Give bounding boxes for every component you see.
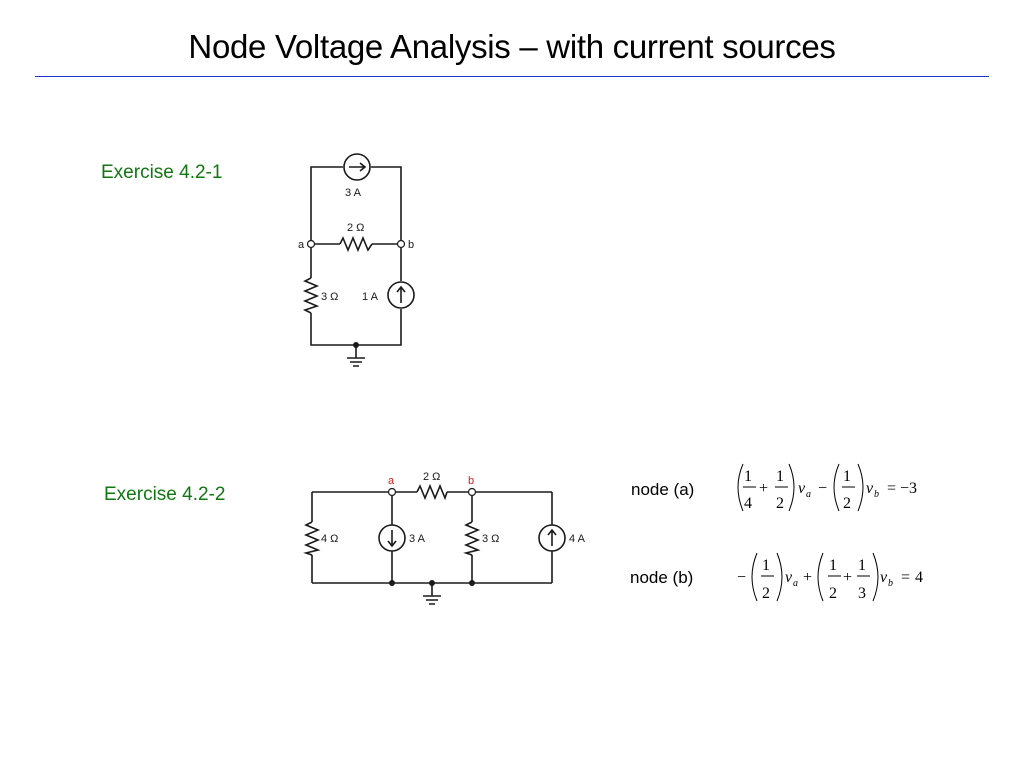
eq-a-right-paren — [788, 463, 795, 512]
circuit-2-mid-resistor-label: 3 Ω — [482, 533, 499, 545]
eq-a-sub-b: b — [874, 489, 879, 500]
circuit-2-node-a — [387, 487, 397, 497]
eq-b-v-b: v — [880, 569, 888, 586]
eq-b-plus: + — [803, 569, 812, 586]
eq-b-right-paren — [776, 552, 783, 602]
circuit-2-mid-resistor — [463, 521, 481, 556]
eq-a-rhs: −3 — [900, 480, 917, 497]
circuit-2-top-resistor — [416, 483, 448, 501]
circuit-1-node-a-label: a — [298, 239, 305, 251]
circuit-2-left-resistor — [303, 521, 321, 556]
circuit-1-left-resistor-label: 3 Ω — [321, 291, 338, 303]
eq-b-right-paren-2 — [872, 552, 879, 602]
eq-a-frac1-den: 4 — [744, 495, 752, 512]
circuit-2-left-resistor-label: 4 Ω — [321, 533, 338, 545]
node-b-equation-label: node (b) — [630, 568, 694, 587]
circuit-2-right-source-arrow-icon — [547, 528, 557, 546]
equation-node-a: 1 4 + 1 2 v a − 1 2 v b = −3 — [737, 463, 917, 512]
circuit-2-mid-source-label: 3 A — [409, 533, 426, 545]
eq-a-v-b: v — [866, 480, 874, 497]
circuit-2-mid-current-source — [378, 524, 406, 552]
circuit-1-ground-icon — [347, 345, 365, 367]
eq-a-frac2-den: 2 — [776, 495, 784, 512]
circuit-2-right-source-label: 4 A — [569, 533, 586, 545]
circuit-2-node-b-label: b — [468, 475, 474, 487]
circuit-1: 3 A 2 Ω a b 3 Ω 1 A — [298, 153, 415, 367]
circuit-1-right-source-arrow-icon — [396, 285, 406, 303]
eq-b-lead-minus: − — [737, 569, 746, 586]
eq-b-sub-b: b — [888, 578, 893, 589]
circuit-1-top-resistor — [339, 235, 373, 253]
circuit-1-right-source-label: 1 A — [362, 291, 379, 303]
eq-b-frac1-den: 2 — [762, 585, 770, 602]
eq-a-plus: + — [759, 480, 768, 497]
eq-b-frac1-num: 1 — [762, 557, 770, 574]
title-rule — [35, 76, 989, 77]
circuit-2: 2 Ω a b 4 Ω 3 A 3 Ω 4 A — [303, 471, 586, 605]
eq-b-frac2-num: 1 — [829, 557, 837, 574]
circuit-1-top-current-source — [343, 153, 371, 181]
circuit-2-ground-icon — [423, 583, 441, 605]
circuit-1-top-source-label: 3 A — [345, 187, 362, 199]
circuit-1-top-wire-right — [371, 166, 402, 244]
eq-b-frac3-den: 3 — [858, 585, 866, 602]
eq-b-plus-2: + — [843, 569, 852, 586]
page-title: Node Voltage Analysis – with current sou… — [188, 28, 836, 65]
eq-b-sub-a: a — [793, 578, 798, 589]
eq-a-frac3-num: 1 — [843, 468, 851, 485]
eq-b-v-a: v — [785, 569, 793, 586]
circuit-2-node-a-label: a — [388, 475, 395, 487]
eq-b-rhs: 4 — [915, 569, 923, 586]
circuit-1-top-source-arrow-icon — [349, 162, 367, 172]
exercise-2-label: Exercise 4.2-2 — [104, 484, 226, 505]
node-a-equation-label: node (a) — [631, 480, 695, 499]
circuit-1-left-resistor — [302, 277, 320, 314]
circuit-2-right-current-source — [538, 524, 566, 552]
circuit-2-node-b — [467, 487, 477, 497]
circuit-1-top-resistor-label: 2 Ω — [347, 222, 364, 234]
exercise-1-label: Exercise 4.2-1 — [101, 162, 223, 183]
eq-a-minus: − — [818, 480, 827, 497]
circuit-2-junction-mid — [389, 580, 395, 586]
eq-b-left-paren-2 — [817, 552, 824, 602]
equation-node-b: − 1 2 v a + 1 2 + 1 3 v b = 4 — [737, 552, 923, 602]
circuit-1-node-b — [396, 239, 406, 249]
eq-b-equals: = — [901, 569, 910, 586]
eq-a-left-paren — [737, 463, 744, 512]
eq-a-sub-a: a — [806, 489, 811, 500]
eq-a-right-paren-2 — [857, 463, 864, 512]
eq-a-frac3-den: 2 — [843, 495, 851, 512]
eq-a-frac1-num: 1 — [744, 468, 752, 485]
eq-a-frac2-num: 1 — [776, 468, 784, 485]
eq-b-left-paren — [751, 552, 758, 602]
circuit-1-top-wire-left — [310, 166, 343, 244]
circuit-1-node-b-label: b — [408, 239, 414, 251]
eq-a-equals: = — [887, 480, 896, 497]
eq-b-frac2-den: 2 — [829, 585, 837, 602]
circuit-2-mid-source-arrow-icon — [387, 530, 397, 548]
circuit-2-junction-right — [469, 580, 475, 586]
circuit-1-node-a — [306, 239, 316, 249]
eq-a-left-paren-2 — [833, 463, 840, 512]
eq-a-v-a: v — [798, 480, 806, 497]
circuit-1-right-current-source — [387, 281, 415, 309]
eq-b-frac3-num: 1 — [858, 557, 866, 574]
circuit-2-top-resistor-label: 2 Ω — [423, 471, 440, 483]
